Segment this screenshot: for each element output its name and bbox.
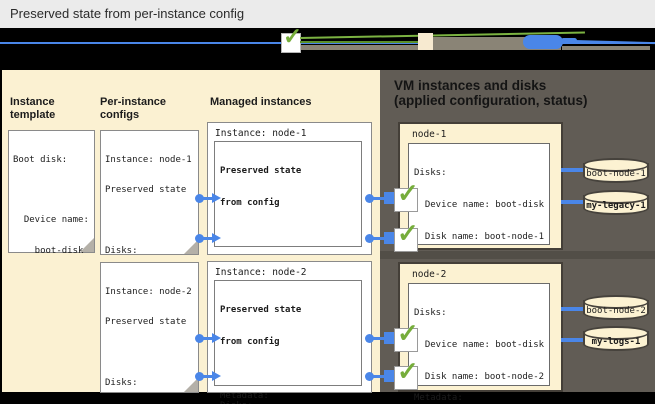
- heading-vm-instances: VM instances and disks (applied configur…: [394, 78, 588, 108]
- vm-panel-divider: [380, 251, 655, 259]
- dogear-fold: [184, 378, 198, 392]
- vm-title: node-2: [412, 269, 447, 280]
- disk-pill-tail: [561, 38, 577, 43]
- title-bar: Preserved state from per-instance config: [0, 0, 655, 28]
- legend-blue-line: [0, 42, 655, 44]
- disk-cylinder-my-legacy-1: my-legacy-1: [583, 190, 649, 217]
- arrow-right-icon: [212, 333, 221, 343]
- connector-line: [199, 237, 213, 240]
- managed-instance-title: Instance: node-1: [215, 128, 307, 139]
- connector-line: [369, 197, 385, 200]
- per-instance-config-node-1: Instance: node-1 Preserved state Disks: …: [100, 130, 199, 377]
- managed-instance-title: Instance: node-2: [215, 267, 307, 278]
- legend-band: ✓: [0, 25, 655, 70]
- connector-line: [199, 337, 213, 340]
- checkmark-icon: ✓: [394, 220, 419, 252]
- disk-cylinder-my-logs-1: my-logs-1: [583, 326, 649, 353]
- managed-instance-node-2: Instance: node-2 Preserved state from co…: [207, 261, 372, 404]
- legend-gray-line: [301, 45, 419, 50]
- disk-cylinder-boot-node-2: boot-node-2: [583, 295, 649, 322]
- connector-line: [199, 375, 213, 378]
- disk-link-line: [561, 200, 583, 204]
- vm-title: node-1: [412, 129, 447, 140]
- checkmark-icon: ✓: [281, 25, 302, 53]
- connector-bridge: [384, 192, 397, 204]
- managed-instance-node-1: Instance: node-1 Preserved state from co…: [207, 122, 372, 401]
- arrow-right-icon: [212, 193, 221, 203]
- vm-node-1: node-1 Disks: Device name: boot-disk Dis…: [398, 122, 563, 403]
- disk-link-line: [561, 338, 583, 342]
- arrow-right-icon: [212, 233, 221, 243]
- disk-link-line: [561, 307, 583, 311]
- checkmark-icon: ✓: [394, 358, 419, 390]
- per-instance-config-node-2: Instance: node-2 Preserved state Disks: …: [100, 262, 199, 393]
- legend-green-line-2: [300, 41, 428, 43]
- heading-per-instance-configs: Per-instance configs: [100, 96, 167, 121]
- disk-cylinder-boot-node-1: boot-node-1: [583, 158, 649, 185]
- arrow-right-icon: [212, 371, 221, 381]
- connector-bridge: [384, 232, 397, 244]
- disk-link-line: [561, 168, 583, 172]
- legend-gray-line-right: [562, 46, 650, 50]
- connector-line: [369, 237, 385, 240]
- connector-line: [369, 375, 385, 378]
- config-square-icon: [418, 33, 433, 50]
- heading-instance-template: Instance template: [10, 96, 56, 121]
- dogear-fold: [184, 240, 198, 254]
- instance-template-doc: Boot disk: Device name: boot-disk: [8, 130, 95, 256]
- dogear-fold: [80, 238, 94, 252]
- connector-bridge: [384, 370, 397, 382]
- connector-line: [199, 197, 213, 200]
- vm-node-2: node-2 Disks: Device name: boot-disk Dis…: [398, 262, 563, 392]
- connector-bridge: [384, 332, 397, 344]
- disk-pill-icon: [523, 35, 563, 49]
- checkmark-icon: ✓: [394, 320, 419, 352]
- checkmark-icon: ✓: [394, 180, 419, 212]
- page-title: Preserved state from per-instance config: [10, 6, 245, 21]
- connector-line: [369, 337, 385, 340]
